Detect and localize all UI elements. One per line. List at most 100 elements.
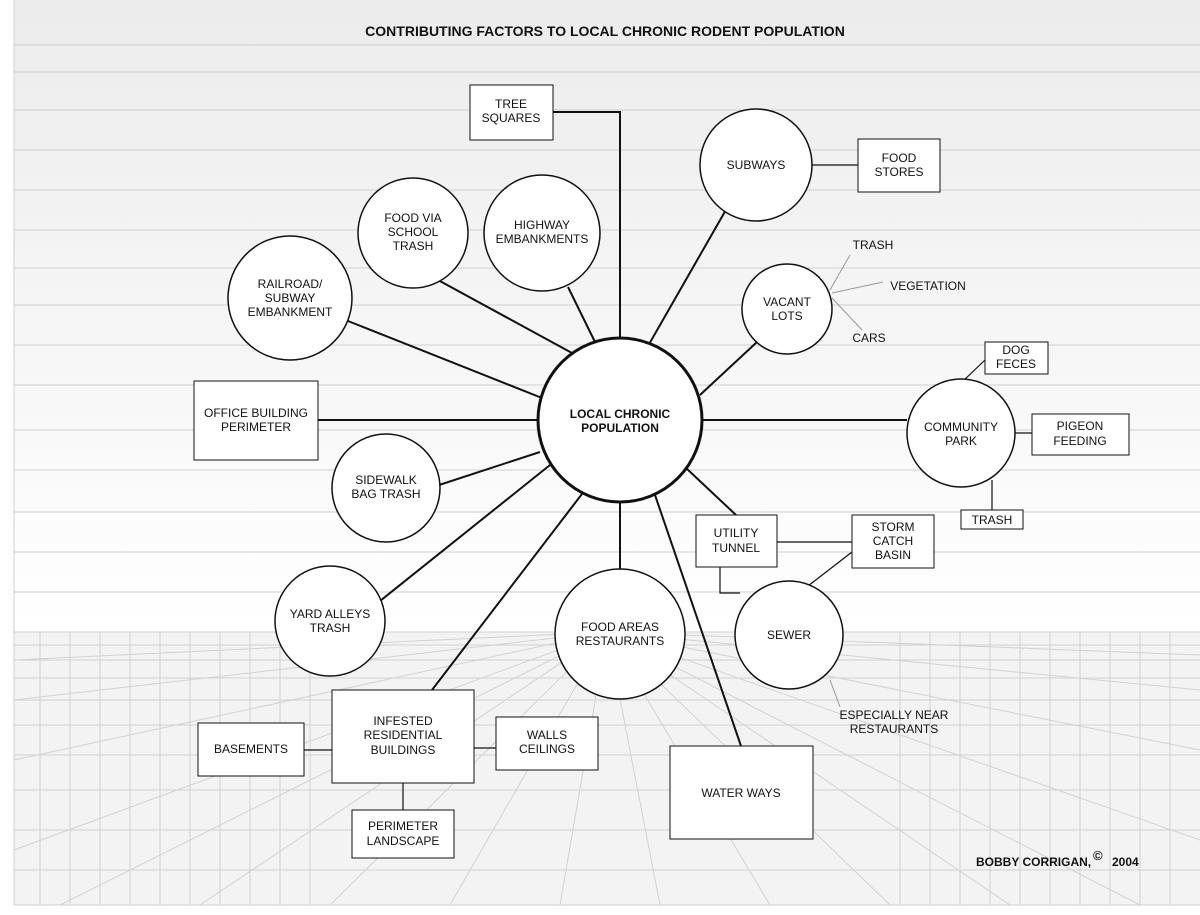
connector-vegetation — [831, 281, 884, 294]
node-infested-residential-buildings: INFESTED RESIDENTIAL BUILDINGS — [331, 689, 475, 784]
connector-dog-feces — [961, 359, 986, 383]
connector-food-via-school-trash — [437, 279, 573, 354]
label-sidewalk-bag-trash-2: BAG TRASH — [351, 487, 420, 501]
label-especially-near-restaurants-2: RESTAURANTS — [850, 722, 938, 736]
label-perimeter-landscape-2: LANDSCAPE — [367, 834, 440, 848]
node-trash-park: TRASH — [960, 509, 1024, 530]
connector-yard-alleys-trash — [379, 464, 551, 602]
label-food-stores-2: STORES — [874, 165, 923, 179]
label-vegetation: VEGETATION — [890, 279, 966, 293]
circle-food-areas-restaurants — [554, 568, 686, 700]
connector-highway-embankments — [567, 286, 596, 343]
node-perimeter-landscape: PERIMETER LANDSCAPE — [351, 809, 455, 859]
box-dog-feces — [984, 341, 1049, 375]
tertiary-connectors — [829, 254, 884, 708]
label-subways: SUBWAYS — [727, 158, 786, 172]
node-walls-ceilings: WALLS CEILINGS — [495, 716, 599, 771]
node-utility-tunnel: UTILITY TUNNEL — [695, 514, 778, 568]
label-highway-embankments-2: EMBANKMENTS — [496, 232, 589, 246]
node-food-stores: FOOD STORES — [857, 138, 941, 193]
circle-subways — [699, 108, 813, 222]
label-utility-tunnel-2: TUNNEL — [712, 541, 760, 555]
label-dog-feces-1: DOG — [1002, 343, 1029, 357]
label-dog-feces-2: FECES — [996, 357, 1036, 371]
connectors — [318, 111, 907, 747]
node-community-park: COMMUNITY PARK — [906, 378, 1016, 488]
circle-sewer — [734, 580, 844, 690]
center-label-line-2: POPULATION — [581, 421, 659, 435]
label-tree-squares-1: TREE — [495, 97, 527, 111]
circle-food-via-school-trash — [357, 177, 469, 289]
connector-especially-near-restaurants — [829, 679, 841, 708]
label-food-areas-restaurants-2: RESTAURANTS — [576, 634, 664, 648]
node-office-building-perimeter: OFFICE BUILDING PERIMETER — [193, 380, 319, 461]
center-label-line-1: LOCAL CHRONIC — [570, 407, 671, 421]
box-office-building-perimeter — [193, 380, 319, 461]
connector-railroad-subway-embankment — [347, 320, 543, 399]
circle-community-park — [906, 378, 1016, 488]
label-water-ways: WATER WAYS — [701, 786, 780, 800]
label-especially-near-restaurants-1: ESPECIALLY NEAR — [840, 708, 949, 722]
label-community-park-2: PARK — [945, 434, 977, 448]
node-water-ways: WATER WAYS — [669, 745, 814, 840]
node-sewer: SEWER — [734, 580, 844, 690]
label-walls-ceilings-2: CEILINGS — [519, 742, 575, 756]
node-railroad-subway-embankment: RAILROAD/ SUBWAY EMBANKMENT — [227, 235, 353, 361]
connector-sidewalk-bag-trash — [435, 451, 541, 487]
label-perimeter-landscape-1: PERIMETER — [368, 819, 438, 833]
label-walls-ceilings-1: WALLS — [527, 728, 567, 742]
credit-copyright-symbol: © — [1093, 848, 1103, 863]
box-water-ways — [669, 745, 814, 840]
center-circle — [536, 336, 704, 504]
box-basements — [197, 722, 305, 777]
node-storm-catch-basin: STORM CATCH BASIN — [851, 514, 935, 569]
connector-tunnel-sewer — [719, 567, 740, 594]
label-storm-catch-basin-1: STORM — [871, 520, 914, 534]
connector-storm-sewer — [807, 551, 853, 587]
box-pigeon-feeding — [1031, 413, 1130, 456]
label-infested-residential-buildings-1: INFESTED — [373, 714, 433, 728]
label-sidewalk-bag-trash-1: SIDEWALK — [355, 473, 417, 487]
connector-utility-tunnel — [685, 467, 737, 516]
label-pigeon-feeding-1: PIGEON — [1057, 419, 1104, 433]
label-yard-alleys-trash-2: TRASH — [310, 621, 351, 635]
label-food-via-school-trash-2: SCHOOL — [388, 225, 439, 239]
box-perimeter-landscape — [351, 809, 455, 859]
label-infested-residential-buildings-2: RESIDENTIAL — [364, 728, 443, 742]
connector-water-ways — [654, 494, 742, 747]
connector-trash-vacant — [829, 254, 851, 291]
node-pigeon-feeding: PIGEON FEEDING — [1031, 413, 1130, 456]
connector-tree-squares — [553, 111, 621, 342]
credit-author: BOBBY CORRIGAN, — [976, 855, 1091, 869]
connector-vacant-lots — [699, 341, 758, 396]
label-highway-embankments-1: HIGHWAY — [514, 218, 570, 232]
node-highway-embankments: HIGHWAY EMBANKMENTS — [483, 174, 601, 292]
label-trash-park: TRASH — [972, 513, 1013, 527]
circle-sidewalk-bag-trash — [331, 433, 441, 543]
node-food-areas-restaurants: FOOD AREAS RESTAURANTS — [554, 568, 686, 700]
label-storm-catch-basin-3: BASIN — [875, 548, 911, 562]
label-railroad-subway-embankment-1: RAILROAD/ — [258, 277, 323, 291]
circle-highway-embankments — [483, 174, 601, 292]
box-food-stores — [857, 138, 941, 193]
box-storm-catch-basin — [851, 514, 935, 569]
credit-year: 2004 — [1112, 855, 1139, 869]
center-node: LOCAL CHRONIC POPULATION — [536, 336, 704, 504]
label-trash-vacant: TRASH — [853, 238, 894, 252]
box-tree-squares — [469, 84, 554, 141]
label-railroad-subway-embankment-2: SUBWAY — [265, 291, 316, 305]
label-food-via-school-trash-3: TRASH — [393, 239, 434, 253]
label-food-stores-1: FOOD — [882, 151, 917, 165]
label-office-building-perimeter-2: PERIMETER — [221, 420, 291, 434]
diagram-title: CONTRIBUTING FACTORS TO LOCAL CHRONIC RO… — [365, 23, 845, 39]
label-tree-squares-2: SQUARES — [482, 111, 541, 125]
label-vacant-lots-1: VACANT — [763, 295, 811, 309]
label-community-park-1: COMMUNITY — [924, 420, 998, 434]
label-pigeon-feeding-2: FEEDING — [1053, 434, 1106, 448]
connector-infested-residential-buildings — [431, 489, 586, 691]
node-basements: BASEMENTS — [197, 722, 305, 777]
label-railroad-subway-embankment-3: EMBANKMENT — [248, 305, 333, 319]
